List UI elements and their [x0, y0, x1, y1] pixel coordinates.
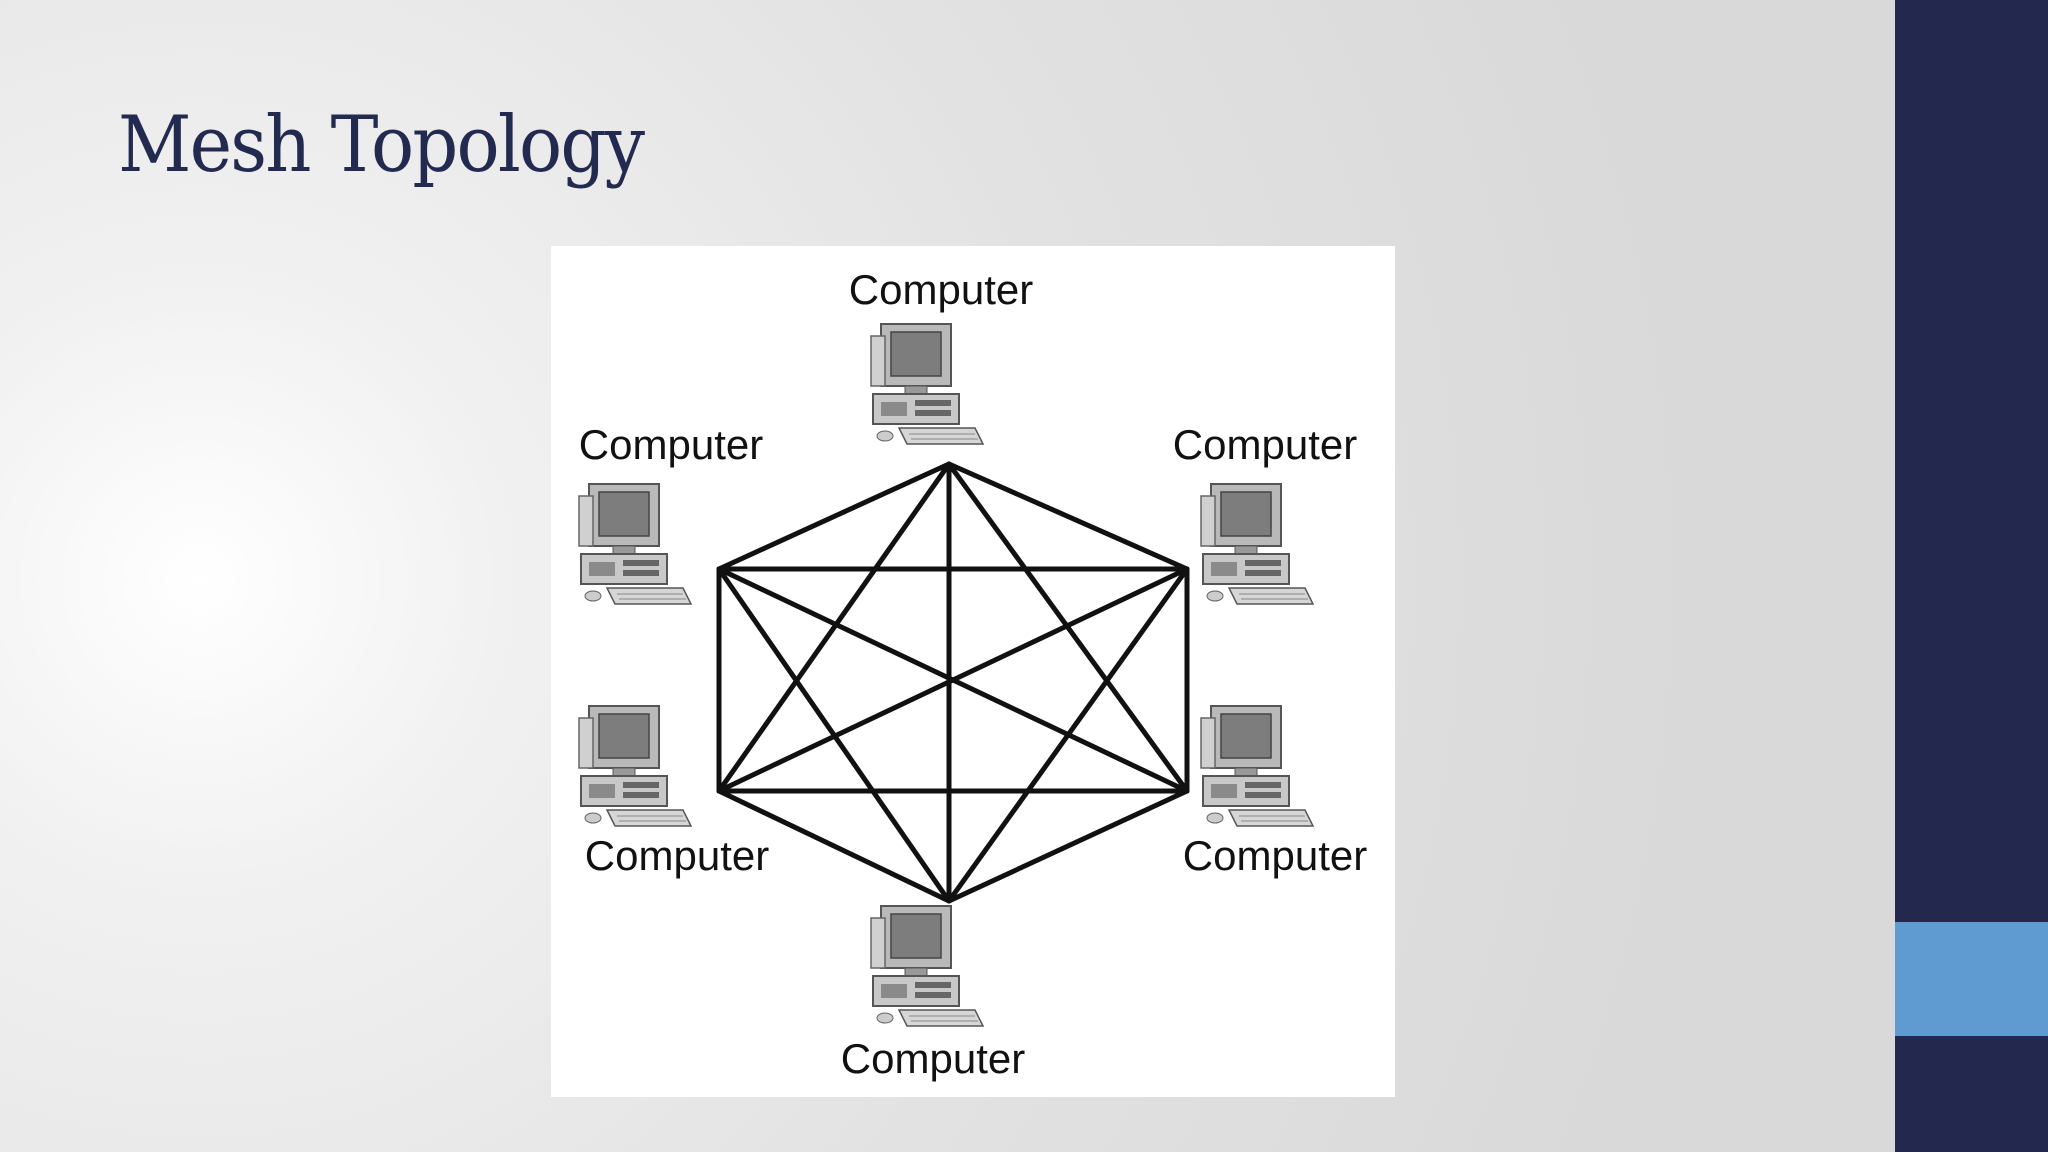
mesh-link-top-upper-left [716, 461, 952, 572]
mesh-link-upper-right-lower-left [716, 566, 1190, 794]
mesh-link-top-lower-left [716, 461, 952, 794]
mesh-link-top-upper-right [946, 461, 1190, 572]
mesh-link-lower-right-bottom [946, 788, 1190, 904]
computer-label-upper-left: Computer [579, 421, 763, 468]
computer-icon-upper-right [1200, 483, 1314, 605]
computer-icon-lower-right [1200, 705, 1314, 827]
computer-label-lower-left: Computer [585, 832, 769, 879]
computer-icon-lower-left [578, 705, 692, 827]
slide-title: Mesh Topology [118, 100, 645, 190]
mesh-link-upper-right-bottom [946, 566, 1190, 904]
computer-label-top: Computer [849, 266, 1033, 313]
computer-icon-bottom [870, 905, 984, 1027]
computer-label-bottom: Computer [841, 1035, 1025, 1082]
computer-icon-top [870, 323, 984, 445]
side-accent-block [1895, 922, 2048, 1036]
computer-label-upper-right: Computer [1173, 421, 1357, 468]
mesh-link-lower-left-bottom [716, 788, 952, 904]
computer-label-lower-right: Computer [1183, 832, 1367, 879]
computer-icon-upper-left [578, 483, 692, 605]
